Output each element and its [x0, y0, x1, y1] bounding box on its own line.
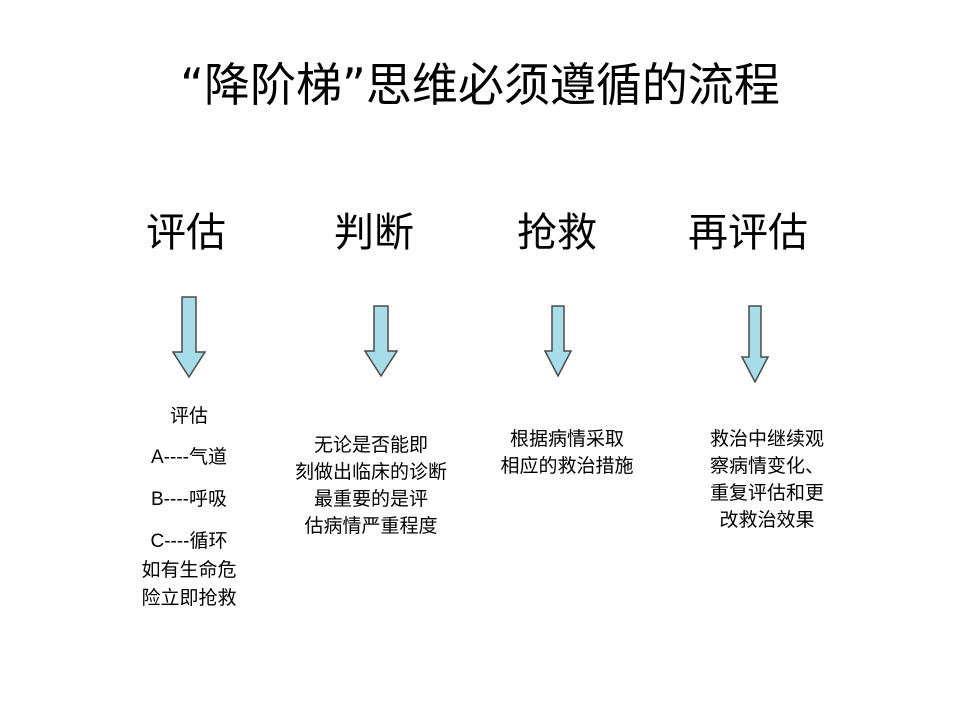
down-arrow-icon	[544, 305, 572, 377]
desc-line: 无论是否能即	[313, 434, 429, 456]
desc-line: 察病情变化、	[709, 455, 825, 477]
desc-line: 改救治效果	[719, 509, 815, 531]
desc-line: 最重要的是评	[313, 488, 429, 510]
desc-line: C----循环	[150, 531, 228, 552]
step-desc-judge: 无论是否能即 刻做出临床的诊断 最重要的是评 估病情严重程度	[295, 432, 447, 540]
page-title: “降阶梯”思维必须遵循的流程	[180, 58, 780, 112]
desc-line: 重复评估和更	[709, 482, 825, 504]
desc-line: 相应的救治措施	[500, 455, 634, 477]
down-arrow-icon	[741, 305, 769, 383]
step-desc-reassess: 救治中继续观 察病情变化、 重复评估和更 改救治效果	[710, 426, 824, 534]
desc-line: 如有生命危	[141, 559, 237, 581]
desc-line: 救治中继续观	[709, 428, 825, 450]
desc-line: 根据病情采取	[509, 428, 625, 450]
desc-line: 险立即抢救	[141, 587, 237, 609]
down-arrow-icon	[364, 305, 398, 377]
step-desc-assess: 评估 A----气道 B----呼吸 C----循环 如有生命危 险立即抢救	[141, 402, 236, 612]
step-title-reassess: 再评估	[688, 210, 808, 256]
desc-line: B----呼吸	[151, 489, 227, 510]
desc-line: A----气道	[151, 447, 227, 468]
desc-line: 估病情严重程度	[304, 515, 438, 537]
step-desc-rescue: 根据病情采取 相应的救治措施	[500, 426, 633, 480]
step-title-judge: 判断	[334, 210, 414, 256]
step-title-rescue: 抢救	[517, 210, 597, 256]
down-arrow-icon	[172, 296, 206, 378]
desc-line: 刻做出临床的诊断	[294, 461, 448, 483]
step-title-assess: 评估	[146, 210, 226, 256]
desc-line: 评估	[169, 405, 209, 427]
